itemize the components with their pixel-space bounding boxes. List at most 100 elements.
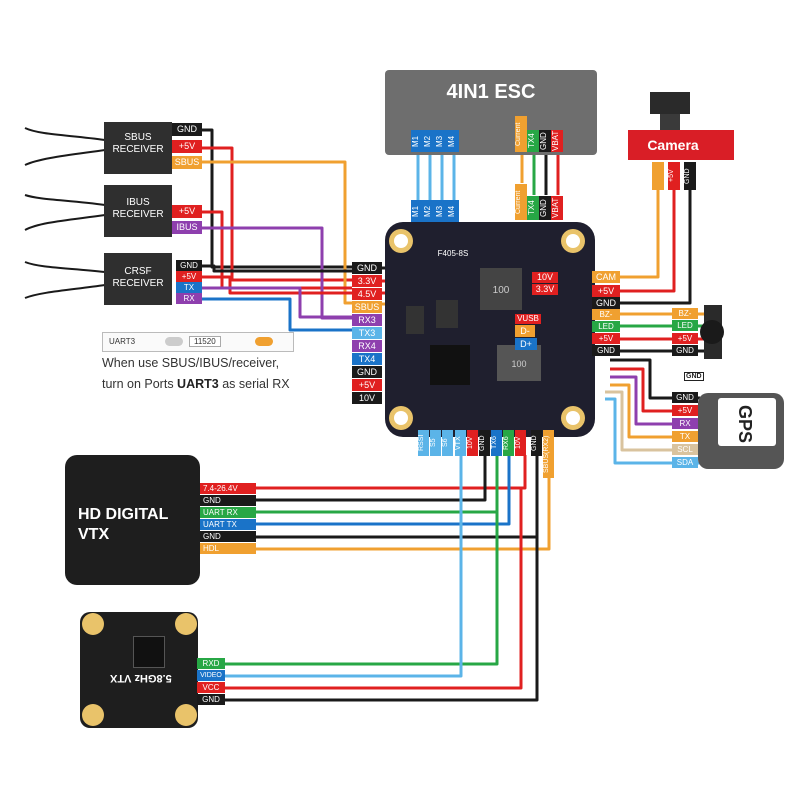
wire-hd-pwr [255, 455, 527, 490]
buzzer-pin-gnd: GND [672, 345, 698, 356]
uart-toggle-label: UART3 [109, 337, 136, 346]
esc-pin-gnd: GND [539, 130, 551, 152]
uart-toggle-box: UART3 11520 [102, 332, 294, 352]
pad-tx6: TX6 [491, 430, 502, 456]
fc-pad-bz-gnd: GND [592, 345, 620, 356]
esc-pin-m4: M4 [447, 130, 459, 152]
gps-module: GPS [698, 393, 784, 469]
pad-gnd-b: GND [479, 430, 490, 456]
hd-vtx-pin-pwr: 7.4-26.4V [200, 483, 256, 494]
wire-sbus-5v [202, 146, 352, 282]
fc-pin-m1: M1 [411, 200, 423, 222]
pad-5v: +5V [352, 379, 382, 391]
pad-rssi: RSSI [418, 430, 429, 456]
pad-gnd2: GND [352, 366, 382, 378]
camera-pin-sig [652, 162, 664, 190]
uart-toggle-switch-off[interactable] [165, 337, 183, 346]
fc-left-pads: GND 3.3V 4.5V SBUS RX3 TX3 RX4 TX4 GND +… [352, 262, 382, 404]
gps-pin-scl: SCL [672, 444, 698, 455]
ibus-name: IBUS [126, 197, 150, 208]
ibus-receiver: IBUS RECEIVER [104, 185, 172, 237]
fc-pin-current: Current [515, 184, 527, 220]
ibus-name2: RECEIVER [112, 209, 164, 220]
fc-pin-m2: M2 [423, 200, 435, 222]
wire-crsf-gnd [202, 264, 352, 273]
wire-hd-tx [255, 455, 511, 526]
fc-pad-3v3-right: 3.3V [532, 284, 558, 295]
hd-vtx-pin-hdl: HDL [200, 543, 256, 554]
receiver-antennas [24, 127, 106, 299]
fc-pin-vbat: VBAT [551, 196, 563, 220]
gps-pin-tx: TX [672, 431, 698, 442]
wire-hd-gnd1 [255, 455, 487, 502]
fc-pad-bz-5v: +5V [592, 333, 620, 344]
sbus-pin-5v: +5V [172, 140, 202, 153]
buzzer-pin-bz: BZ- [672, 308, 698, 319]
wire-gps-rx [610, 375, 700, 426]
wire-av-gnd [225, 537, 539, 702]
esc-title: 4IN1 ESC [447, 81, 536, 103]
svg-text:100: 100 [511, 359, 526, 369]
pad-tx4: TX4 [352, 353, 382, 365]
pad-10v-b: 10V [467, 430, 478, 456]
crsf-pin-rx: RX [176, 293, 202, 304]
buzzer-gnd-label: GND [684, 372, 704, 381]
pad-3v3: 3.3V [352, 275, 382, 287]
sbus-pin-sbus: SBUS [172, 156, 202, 169]
camera-pin-5v: +5V [668, 162, 680, 190]
fc-pad-cam-gnd: GND [592, 297, 620, 309]
sbus-pin-gnd: GND [172, 123, 202, 136]
crsf-receiver: CRSF RECEIVER [104, 253, 172, 305]
crsf-pin-tx: TX [176, 282, 202, 293]
wire-gps-sda [605, 397, 700, 465]
fc-pin-m3: M3 [435, 200, 447, 222]
fc-pad-dminus: D- [515, 325, 535, 337]
wire-sbus-gnd [202, 128, 352, 269]
fc-pad-vusb: VUSB [515, 314, 541, 324]
uart-toggle-value: 11520 [189, 336, 221, 347]
pad-10v-b2: 10V [515, 430, 526, 456]
pad-10v: 10V [352, 392, 382, 404]
wire-av-rxd [225, 512, 499, 666]
svg-text:100: 100 [493, 285, 510, 296]
analog-vtx-title: 5.8GHz VTX [110, 672, 172, 684]
wires [202, 128, 706, 702]
wire-av-vcc [225, 488, 523, 690]
wire-sbus-sig [202, 160, 352, 305]
fc-pad-10v-right: 10V [532, 272, 558, 283]
pad-sbus-rx2: SBUS(RX2) [543, 430, 554, 478]
pad-rx6: RX6 [503, 430, 514, 456]
esc-pin-current: Current [515, 116, 527, 152]
wire-av-video [225, 455, 463, 678]
fc-pad-cam: CAM [592, 271, 620, 283]
hd-vtx-module [65, 455, 200, 585]
gps-pin-gnd: GND [672, 392, 698, 403]
esc-pin-m2: M2 [423, 130, 435, 152]
analog-vtx-pin-vcc: VCC [197, 682, 225, 693]
uart-note: When use SBUS/IBUS/receiver, turn on Por… [102, 353, 290, 395]
fc-pin-m4: M4 [447, 200, 459, 222]
fc-model: F405-8S [438, 249, 469, 258]
analog-vtx-pin-gnd: GND [197, 694, 225, 705]
ibus-pin-5v: +5V [172, 205, 202, 218]
pad-sbus: SBUS [352, 301, 382, 313]
uart-toggle-switch-on[interactable] [255, 337, 273, 346]
note-line1: When use SBUS/IBUS/receiver, [102, 356, 280, 370]
gps-pin-rx: RX [672, 418, 698, 429]
pad-s5: S5 [430, 430, 441, 456]
pad-rx4: RX4 [352, 340, 382, 352]
sbus-name: SBUS [124, 132, 152, 143]
wire-cam-gnd [620, 190, 692, 305]
hd-vtx-pin-gnd: GND [200, 495, 256, 506]
analog-vtx-corner-br [175, 704, 197, 726]
hd-vtx-pin-gnd2: GND [200, 531, 256, 542]
crsf-name2: RECEIVER [112, 278, 164, 289]
pad-rx3: RX3 [352, 314, 382, 326]
buzzer [700, 305, 724, 359]
wire-cam-sig [620, 190, 660, 279]
wire-crsf-tx [202, 286, 352, 319]
pad-gnd-b2: GND [531, 430, 542, 456]
camera-title: Camera [647, 137, 699, 153]
sbus-receiver: SBUS RECEIVER [104, 122, 172, 174]
